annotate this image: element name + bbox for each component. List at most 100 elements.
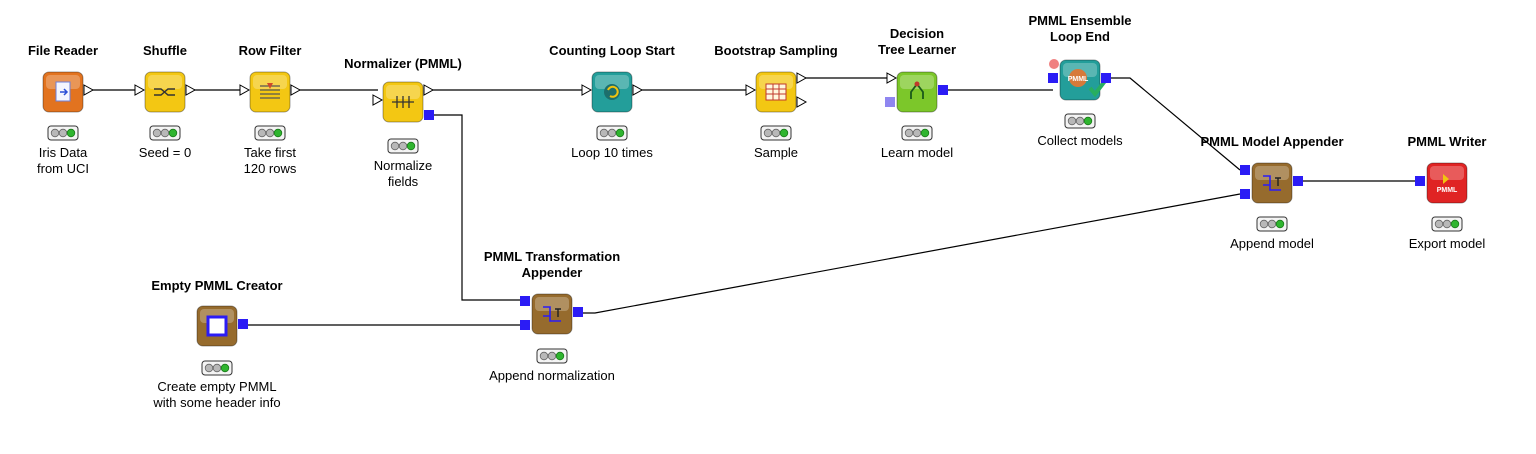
node-description[interactable]: Loop 10 times: [571, 145, 653, 161]
pmml-output-port[interactable]: [1101, 73, 1111, 83]
node-description[interactable]: Export model: [1409, 236, 1486, 252]
light-green: [273, 128, 283, 138]
pmml-output-port[interactable]: [238, 319, 248, 329]
pmml-writer-icon: PMML: [1437, 174, 1458, 194]
node-pmml-writer[interactable]: PMML: [1415, 162, 1468, 232]
node-decision-tree-learner[interactable]: [885, 71, 948, 141]
input-port[interactable]: [239, 84, 251, 96]
node-pmml-model-appender[interactable]: [1240, 162, 1303, 232]
light-red: [1259, 219, 1269, 229]
edge-pmml-transformation-appender-to-pmml-model-appender: [580, 193, 1241, 314]
row-filter-icon: [260, 83, 280, 99]
node-normalizer[interactable]: [372, 81, 435, 154]
light-yellow: [771, 128, 781, 138]
node-tile[interactable]: [249, 71, 291, 113]
light-red: [763, 128, 773, 138]
node-description-line: Take first: [243, 145, 296, 160]
light-green: [406, 141, 416, 151]
svg-text:PMML: PMML: [1437, 187, 1458, 194]
pmml-input-port[interactable]: [1048, 73, 1058, 83]
node-tile[interactable]: [1426, 162, 1468, 204]
bootstrap-sampling-icon: [765, 83, 787, 101]
output-port[interactable]: [632, 84, 644, 96]
pmml-input-port-1[interactable]: [1240, 165, 1250, 175]
node-description[interactable]: Collect models: [1037, 133, 1122, 149]
pmml-input-port[interactable]: [885, 97, 895, 107]
node-file-reader[interactable]: [42, 71, 95, 141]
pmml-input-port-2[interactable]: [520, 320, 530, 330]
node-title-line: Shuffle: [142, 43, 188, 58]
output-port-2[interactable]: [796, 96, 808, 108]
node-title-line: Appender: [521, 265, 583, 280]
light-red: [50, 128, 60, 138]
status-traffic-light: [1256, 216, 1288, 232]
pmml-output-port[interactable]: [424, 110, 434, 120]
output-port[interactable]: [423, 84, 435, 96]
check-icon: [1088, 79, 1107, 98]
light-yellow: [1267, 219, 1277, 229]
light-red: [257, 128, 267, 138]
node-tile[interactable]: [896, 71, 938, 113]
output-port[interactable]: [290, 84, 302, 96]
output-port[interactable]: [185, 84, 197, 96]
node-title: Normalizer (PMML): [344, 56, 462, 72]
node-description-line: Learn model: [880, 145, 954, 160]
node-description-line: Normalize: [373, 158, 433, 173]
pmml-output-port[interactable]: [573, 307, 583, 317]
node-description-line: Create empty PMML: [157, 379, 277, 394]
input-port[interactable]: [886, 72, 898, 84]
node-tile-highlight: [595, 75, 629, 89]
status-traffic-light: [47, 125, 79, 141]
node-description[interactable]: Append model: [1230, 236, 1314, 252]
light-yellow: [1442, 219, 1452, 229]
node-title-line: PMML Ensemble: [1028, 13, 1132, 28]
node-pmml-transformation-appender[interactable]: [520, 293, 583, 364]
light-yellow: [58, 128, 68, 138]
node-counting-loop-start[interactable]: [581, 71, 644, 141]
light-yellow: [265, 128, 275, 138]
node-pmml-ensemble-loop-end[interactable]: PMML: [1048, 59, 1111, 129]
svg-text:PMML: PMML: [1068, 76, 1089, 83]
pmml-input-port-1[interactable]: [520, 296, 530, 306]
node-empty-pmml-creator[interactable]: [196, 305, 248, 376]
node-title-line: PMML Writer: [1407, 134, 1487, 149]
pmml-input-port-2[interactable]: [1240, 189, 1250, 199]
light-green: [920, 128, 930, 138]
pmml-output-port[interactable]: [1293, 176, 1303, 186]
output-port[interactable]: [83, 84, 95, 96]
node-tile-highlight: [1255, 166, 1289, 180]
node-description[interactable]: Append normalization: [489, 368, 615, 384]
output-port-1[interactable]: [796, 72, 808, 84]
node-row-filter[interactable]: [239, 71, 302, 141]
node-description[interactable]: Sample: [754, 145, 798, 161]
pmml-input-port[interactable]: [1415, 176, 1425, 186]
pmml-output-port[interactable]: [938, 85, 948, 95]
light-green: [66, 128, 76, 138]
pmml-creator-icon: [206, 315, 228, 337]
node-description[interactable]: Seed = 0: [139, 145, 191, 161]
node-description[interactable]: Learn model: [881, 145, 953, 161]
node-tile[interactable]: [531, 293, 573, 335]
node-tile[interactable]: [1251, 162, 1293, 204]
node-shuffle[interactable]: [134, 71, 197, 141]
input-port[interactable]: [581, 84, 593, 96]
node-description-line: Export model: [1408, 236, 1486, 251]
red-dot-icon: [1049, 59, 1059, 69]
status-traffic-light: [1431, 216, 1463, 232]
node-title-line: PMML Transformation: [483, 249, 621, 264]
light-red: [599, 128, 609, 138]
loop-end-icon: PMML: [1049, 59, 1107, 98]
input-port[interactable]: [372, 94, 384, 106]
input-port[interactable]: [745, 84, 757, 96]
node-bootstrap-sampling[interactable]: [745, 71, 808, 141]
input-port[interactable]: [134, 84, 146, 96]
light-green: [168, 128, 178, 138]
status-traffic-light: [201, 360, 233, 376]
